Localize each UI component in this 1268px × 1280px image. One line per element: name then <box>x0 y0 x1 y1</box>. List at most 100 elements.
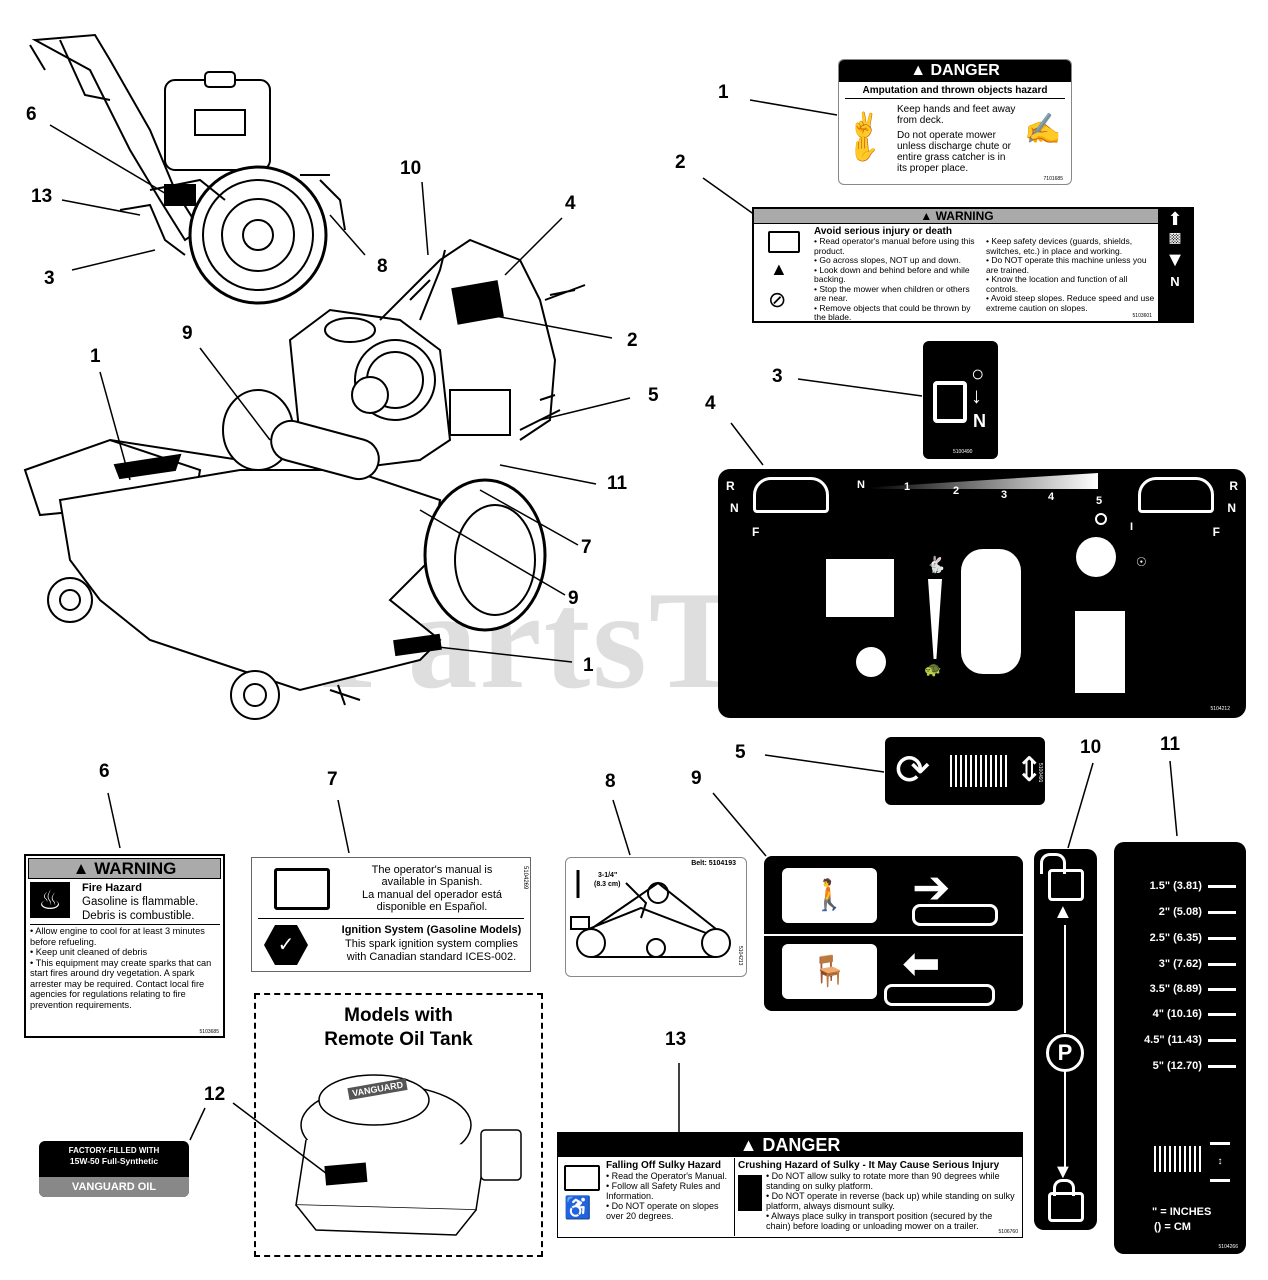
decal-13-header-text: DANGER <box>762 1135 841 1155</box>
decal-5-leader <box>764 754 885 773</box>
callout-5-machine: 5 <box>648 385 659 406</box>
decal-3-part: 5100490 <box>953 449 973 455</box>
decal-2-right-list: • Keep safety devices (guards, shields, … <box>986 236 1156 313</box>
decal-13-right-item: • Do NOT allow sulky to rotate more than… <box>766 1171 1000 1191</box>
decal-13-left-item: • Do NOT operate on slopes over 20 degre… <box>606 1201 719 1221</box>
height-row: 3" (7.62) <box>1159 958 1236 970</box>
height-measure-icon: ↕ <box>1210 1142 1230 1182</box>
decal-13-left-list: • Read the Operator's Manual. • Follow a… <box>606 1171 732 1221</box>
decal-13-left-item: • Read the Operator's Manual. <box>606 1171 727 1181</box>
decal-3-mower-icon <box>933 381 967 423</box>
rotate-arrows-icon: ⟳ <box>895 746 931 793</box>
speed-2: 2 <box>953 485 960 497</box>
height-row: 3.5" (8.89) <box>1150 983 1236 995</box>
decal-6-bullet: • Keep unit cleaned of debris <box>30 947 148 957</box>
height-row: 5" (12.70) <box>1153 1060 1236 1072</box>
decal-2-header: ▲ WARNING <box>754 209 1160 224</box>
callout-6-machine: 6 <box>26 104 37 125</box>
decal-2-right-item: • Know the location and function of all … <box>986 274 1128 294</box>
decal-3-down-arrow-icon: ○↓ <box>971 361 985 408</box>
decal-1-leader <box>749 99 838 116</box>
decal-4-part: 5104212 <box>1210 706 1230 712</box>
decal-12-leader <box>189 1107 206 1141</box>
callout-11-machine: 11 <box>607 473 628 494</box>
right-lever-icon <box>1138 477 1214 513</box>
down-arrow-icon: ▼ <box>1053 1161 1073 1183</box>
decal-13-number: 13 <box>665 1029 687 1050</box>
decal-6-header-text: WARNING <box>94 859 177 878</box>
height-row: 4.5" (11.43) <box>1144 1034 1236 1046</box>
decal-8-part: 5104213 <box>737 946 743 966</box>
remote-oil-tank-box: Models with Remote Oil Tank VANGUARD <box>254 993 543 1257</box>
decal-2-left-item: • Go across slopes, NOT up and down. <box>814 255 961 265</box>
decal-6-part: 5103685 <box>199 1029 219 1035</box>
decal-2-letter: N <box>1170 274 1180 289</box>
callout-1b-machine: 1 <box>583 655 594 676</box>
speed-1: 1 <box>904 481 911 493</box>
callout-8-machine: 8 <box>377 256 388 277</box>
decal-8-dim-cm: (8.3 cm) <box>594 881 621 888</box>
decal-4-left-r: R <box>726 479 735 493</box>
callout-7-machine: 7 <box>581 537 592 558</box>
decal-9-leader <box>712 792 767 857</box>
decal-8-belt-diagram: Belt: 5104193 3-1/4" (8.3 cm) 5104213 <box>565 857 747 977</box>
decal-7: The operator's manual is available in Sp… <box>251 857 531 972</box>
callout-3-machine: 3 <box>44 268 55 289</box>
operator-manual-icon <box>274 868 330 910</box>
decal-2-right-item: • Keep safety devices (guards, shields, … <box>986 236 1133 256</box>
decal-11-legend-1: " = INCHES <box>1152 1206 1212 1218</box>
decal-1-bullet-1: Keep hands and feet away from deck. <box>897 104 1016 126</box>
decal-13-leader <box>678 1063 680 1132</box>
speed-5: 5 <box>1096 495 1103 507</box>
up-arrow-icon: ▲ <box>1053 901 1073 923</box>
throttle-wedge <box>928 579 942 659</box>
decal-11-leader <box>1169 760 1178 837</box>
fire-icon: ♨ <box>30 882 70 918</box>
decal-13-right-list: • Do NOT allow sulky to rotate more than… <box>766 1171 1018 1231</box>
speed-n: N <box>857 479 865 491</box>
forward-grass-icon <box>912 904 998 926</box>
hand-hazard-icon: ✌✋ <box>849 112 879 163</box>
decal-2-header-text: WARNING <box>935 209 994 223</box>
decal-6-bullet: • This equipment may create sparks that … <box>30 957 212 1010</box>
decal-9-number: 9 <box>691 768 702 789</box>
decal-1-part: 7101685 <box>1043 176 1063 182</box>
speed-3: 3 <box>1001 489 1008 501</box>
decal-10-number: 10 <box>1080 737 1102 758</box>
decal-12-line-2: 15W-50 Full-Synthetic <box>69 1156 159 1166</box>
decal-13-right-item: • Always place sulky in transport positi… <box>766 1211 993 1231</box>
decal-12-tank-leader <box>232 1102 336 1181</box>
callout-10-machine: 10 <box>400 158 422 179</box>
decal-13: ▲ DANGER ♿ Falling Off Sulky Hazard • Re… <box>557 1132 1023 1238</box>
decal-2-arrow-panel: ⬆ ▩ ▼ N <box>1158 209 1192 321</box>
height-row: 2.5" (6.35) <box>1150 932 1236 944</box>
decal-2-title: Avoid serious injury or death <box>814 226 952 237</box>
decal-13-right-title: Crushing Hazard of Sulky - It May Cause … <box>738 1160 1000 1171</box>
decal-6-header: ▲ WARNING <box>28 858 221 879</box>
decal-3-letter: N <box>973 411 986 431</box>
decal-6-title: Fire Hazard <box>82 882 142 894</box>
oil-tank-illustration <box>295 1074 522 1236</box>
decal-7-number: 7 <box>327 769 338 790</box>
key-switch-hole <box>1076 537 1116 577</box>
grass-height-icon <box>950 755 1010 787</box>
decal-7-manual-en: The operator's manual is available in Sp… <box>371 864 493 888</box>
decal-2-leader <box>702 177 756 216</box>
decal-4-i-mark: I <box>1130 521 1134 533</box>
decal-4-right-r: R <box>1229 479 1238 493</box>
decal-1-header-text: DANGER <box>930 62 1000 79</box>
cutout-left-circle <box>856 647 886 677</box>
decal-11-cut-height: 1.5" (3.81) 2" (5.08) 2.5" (6.35) 3" (7.… <box>1114 842 1246 1254</box>
height-row: 1.5" (3.81) <box>1150 880 1236 892</box>
decal-13-right-item: • Do NOT operate in reverse (back up) wh… <box>766 1191 1015 1211</box>
decal-2-left-list: • Read operator's manual before using th… <box>814 236 982 323</box>
sulky-fall-icon: ♿ <box>564 1195 592 1220</box>
decal-7-leader <box>337 799 350 854</box>
decal-4-number: 4 <box>705 393 716 414</box>
callout-13-machine: 13 <box>31 186 53 207</box>
height-row: 4" (10.16) <box>1153 1008 1236 1020</box>
callout-9b-machine: 9 <box>568 588 579 609</box>
callout-2-machine: 2 <box>627 330 638 351</box>
decal-6-bullet: • Allow engine to cool for at least 3 mi… <box>30 926 205 947</box>
decal-1-header: ▲ DANGER <box>839 60 1071 82</box>
